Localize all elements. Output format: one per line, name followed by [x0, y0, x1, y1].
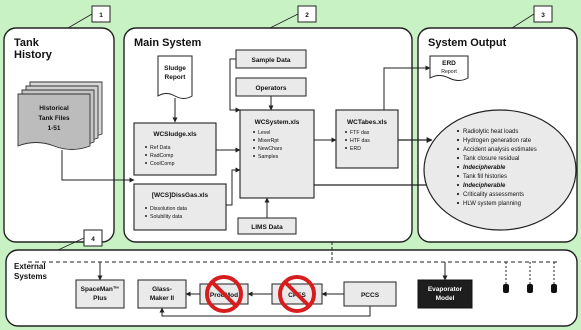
- output-item: Criticality assessments: [463, 192, 524, 198]
- system-output-title: System Output: [428, 37, 507, 49]
- output-item: Indecipherable: [463, 165, 506, 171]
- wcsystem-item: NewChars: [258, 146, 283, 152]
- arrow-wctabes-to-erd: [383, 65, 431, 110]
- historical-files-line2: Tank Files: [38, 115, 70, 122]
- callout-3: 3: [511, 5, 553, 29]
- glassmaker-box: Glass- Maker II: [137, 279, 187, 309]
- wcsystem-item: Level: [258, 130, 270, 136]
- dissgas-title: [WCS]DissGas.xls: [152, 192, 209, 199]
- glassmaker-line1: Glass-: [152, 286, 172, 293]
- callout-2: 2: [269, 5, 317, 29]
- output-item: Radiolytic heat loads: [463, 129, 518, 135]
- dissgas-box: [WCS]DissGas.xls Dissolution data Solubi…: [133, 183, 227, 231]
- wctabes-box: WCTabes.xls FTF das HTF das ERD: [335, 109, 399, 169]
- output-ellipse: Radiolytic heat loads Hydrogen generatio…: [423, 109, 577, 231]
- tank-icon: [527, 262, 533, 293]
- wcsystem-box: WCSystem.xls Level MixerRpt NewChars Sam…: [239, 109, 315, 199]
- wctabes-item: FTF das: [350, 130, 370, 136]
- tank-history-title-line2: History: [14, 49, 53, 61]
- erd-report-line2: Report: [441, 69, 457, 75]
- pccs-box: PCCS: [343, 281, 397, 307]
- glassmaker-line2: Maker II: [150, 295, 174, 302]
- operators-label: Operators: [255, 85, 286, 92]
- erd-report-document: ERD Report: [429, 55, 469, 81]
- erd-report-line1: ERD: [442, 60, 456, 67]
- callout-3-label: 3: [541, 12, 545, 19]
- lims-data-box: LIMS Data: [237, 217, 297, 235]
- prohibit-icon: [205, 275, 243, 313]
- callout-2-label: 2: [305, 12, 309, 19]
- callout-1: 1: [67, 5, 111, 29]
- operators-box: Operators: [235, 77, 307, 97]
- output-item: Hydrogen generation rate: [463, 138, 532, 144]
- output-item: Tank fill histories: [463, 174, 507, 180]
- wcsludge-box: WCSludge.xls Ref Data RadComp CoolComp: [133, 122, 217, 176]
- output-item: Indecipherable: [463, 183, 506, 189]
- external-systems-title-line2: Systems: [14, 272, 47, 281]
- wcsystem-item: Samples: [258, 154, 279, 160]
- sample-data-label: Sample Data: [251, 57, 290, 64]
- output-item: HLW system planning: [463, 201, 521, 207]
- evaporator-model-box: Evaporator Model: [417, 279, 473, 309]
- sludge-report-line1: Sludge: [164, 65, 186, 72]
- output-list: Radiolytic heat loads Hydrogen generatio…: [456, 129, 537, 207]
- spaceman-line1: SpaceMan™: [81, 286, 120, 293]
- arrow-dissgas-to-wcsystem: [226, 167, 241, 206]
- tank-icon: [503, 262, 509, 293]
- callout-4: 4: [57, 229, 103, 251]
- wcsludge-title: WCSludge.xls: [153, 131, 197, 138]
- main-system-title: Main System: [134, 37, 201, 49]
- tank-history-title-line1: Tank: [14, 37, 40, 49]
- dissgas-item: Dissolution data: [150, 206, 187, 212]
- external-systems-title-line1: External: [14, 262, 46, 271]
- arrow-files-to-wcsludge: [61, 150, 135, 183]
- wcsludge-item: CoolComp: [150, 161, 175, 167]
- lims-data-label: LIMS Data: [251, 224, 283, 231]
- wctabes-item: ERD: [350, 146, 361, 152]
- wctabes-title: WCTabes.xls: [347, 119, 387, 126]
- output-item: Accident analysis estimates: [463, 147, 537, 153]
- prodmod-box: ProdMod: [199, 275, 249, 313]
- wcsludge-item: RadComp: [150, 153, 173, 159]
- arrow-sample-data-to-wcsystem: [229, 58, 241, 113]
- sludge-report-document: Sludge Report: [157, 55, 193, 99]
- spaceman-line2: Plus: [93, 295, 107, 302]
- wctabes-item: HTF das: [350, 138, 370, 144]
- sludge-report-line2: Report: [165, 74, 187, 81]
- callout-1-label: 1: [99, 12, 103, 19]
- pccs-label: PCCS: [361, 292, 380, 299]
- wcsludge-item: Ref Data: [150, 145, 171, 151]
- tank-icon: [551, 262, 557, 293]
- callout-4-label: 4: [91, 236, 95, 243]
- evaporator-line2: Model: [436, 295, 455, 302]
- wcsystem-title: WCSystem.xls: [255, 119, 300, 126]
- wcsystem-item: MixerRpt: [258, 138, 279, 144]
- evaporator-line1: Evaporator: [428, 286, 463, 293]
- output-item: Tank closure residual: [463, 156, 519, 162]
- historical-files-line3: 1-51: [47, 125, 60, 132]
- sample-data-box: Sample Data: [235, 49, 307, 69]
- arrow-feedback-bottom: [159, 306, 371, 317]
- cpes-box: CPES: [271, 275, 323, 313]
- historical-files-line1: Historical: [39, 105, 69, 112]
- historical-tank-files: Historical Tank Files 1-51: [17, 81, 103, 150]
- prohibit-icon: [278, 275, 316, 313]
- spaceman-plus-box: SpaceMan™ Plus: [75, 279, 125, 309]
- dissgas-item: Solubility data: [150, 214, 182, 220]
